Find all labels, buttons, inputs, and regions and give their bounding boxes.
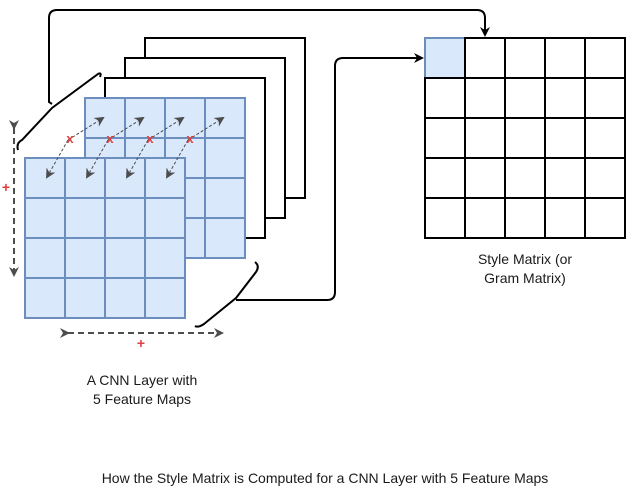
style-matrix-cell (584, 37, 626, 79)
vertical-sum-plus: + (2, 179, 10, 195)
style-matrix-cell (584, 197, 626, 239)
horizontal-sum-plus: + (137, 335, 145, 351)
feature-map-1-cell (144, 277, 186, 319)
connector-bottom (236, 53, 424, 301)
style-matrix-cell (464, 117, 506, 159)
feature-map-2-cell (124, 97, 166, 139)
style-matrix-cell (544, 157, 586, 199)
multiply-mark: x (186, 131, 194, 146)
feature-map-2-cell (204, 177, 246, 219)
top-brace (16, 72, 102, 151)
correlation-arrow-up (147, 116, 185, 141)
feature-map-1-cell (64, 277, 106, 319)
feature-map-1-cell (144, 157, 186, 199)
style-matrix-cell (504, 77, 546, 119)
multiply-mark: x (106, 131, 114, 146)
style-matrix-cell (504, 117, 546, 159)
style-matrix-cell-highlighted (424, 37, 466, 79)
style-matrix-cell (544, 197, 586, 239)
style-matrix-cell (584, 77, 626, 119)
feature-map-2-cell (204, 137, 246, 179)
feature-map-1-cell (24, 277, 66, 319)
style-matrix-cell (464, 37, 506, 79)
style-matrix-cell (464, 77, 506, 119)
feature-map-2-cell (204, 217, 246, 259)
feature-map-1-cell (144, 237, 186, 279)
style-matrix-cell (424, 157, 466, 199)
style-matrix-cell (424, 117, 466, 159)
style-matrix-cell (424, 197, 466, 239)
style-matrix-cell (584, 157, 626, 199)
correlation-arrow-down (166, 139, 189, 179)
figure-caption: How the Style Matrix is Computed for a C… (101, 470, 549, 486)
style-matrix-cell (504, 37, 546, 79)
cnn-layer-label-line2: 5 Feature Maps (92, 391, 192, 407)
style-matrix-label-line1: Style Matrix (or (477, 251, 573, 267)
style-matrix-cell (504, 157, 546, 199)
style-matrix-label: Style Matrix (or Gram Matrix) (445, 250, 605, 288)
feature-map-2-cell (164, 97, 206, 139)
feature-map-1-cell (24, 237, 66, 279)
feature-map-1-cell (104, 277, 146, 319)
correlation-arrow-up (67, 116, 105, 141)
style-matrix-grid (424, 37, 626, 239)
connector-top (48, 9, 490, 105)
bottom-brace (194, 261, 259, 328)
cnn-layer-label-line1: A CNN Layer with (86, 372, 198, 388)
multiply-mark: x (66, 131, 74, 146)
correlation-arrows (46, 116, 225, 179)
feature-map-2-cell (204, 97, 246, 139)
style-matrix-cell (464, 197, 506, 239)
style-matrix-label-line2: Gram Matrix) (484, 270, 566, 286)
style-matrix-cell (504, 197, 546, 239)
feature-map-1-cell (24, 197, 66, 239)
feature-map-1-cell (24, 157, 66, 199)
style-matrix-cell (544, 77, 586, 119)
correlation-arrow-down (46, 139, 69, 179)
feature-map-1-cell (104, 197, 146, 239)
cnn-layer-label: A CNN Layer with 5 Feature Maps (62, 371, 222, 409)
feature-map-1-cell (64, 197, 106, 239)
feature-map-1-cell (64, 237, 106, 279)
style-matrix-cell (544, 117, 586, 159)
feature-map-1-cell (144, 197, 186, 239)
correlation-arrow-down (126, 139, 149, 179)
style-matrix-cell (464, 157, 506, 199)
style-matrix-cell (544, 37, 586, 79)
feature-map-1-cell (64, 157, 106, 199)
correlation-arrow-down (86, 139, 109, 179)
correlation-arrow-up (107, 116, 145, 141)
feature-map-1-cell (104, 157, 146, 199)
correlation-arrow-up (187, 116, 225, 141)
feature-map-1 (24, 157, 186, 319)
style-matrix-cell-border (425, 38, 466, 79)
multiply-mark: x (146, 131, 154, 146)
style-matrix-cell (584, 117, 626, 159)
style-matrix-cell (424, 77, 466, 119)
feature-map-1-cell (104, 237, 146, 279)
feature-map-2-cell (84, 97, 126, 139)
